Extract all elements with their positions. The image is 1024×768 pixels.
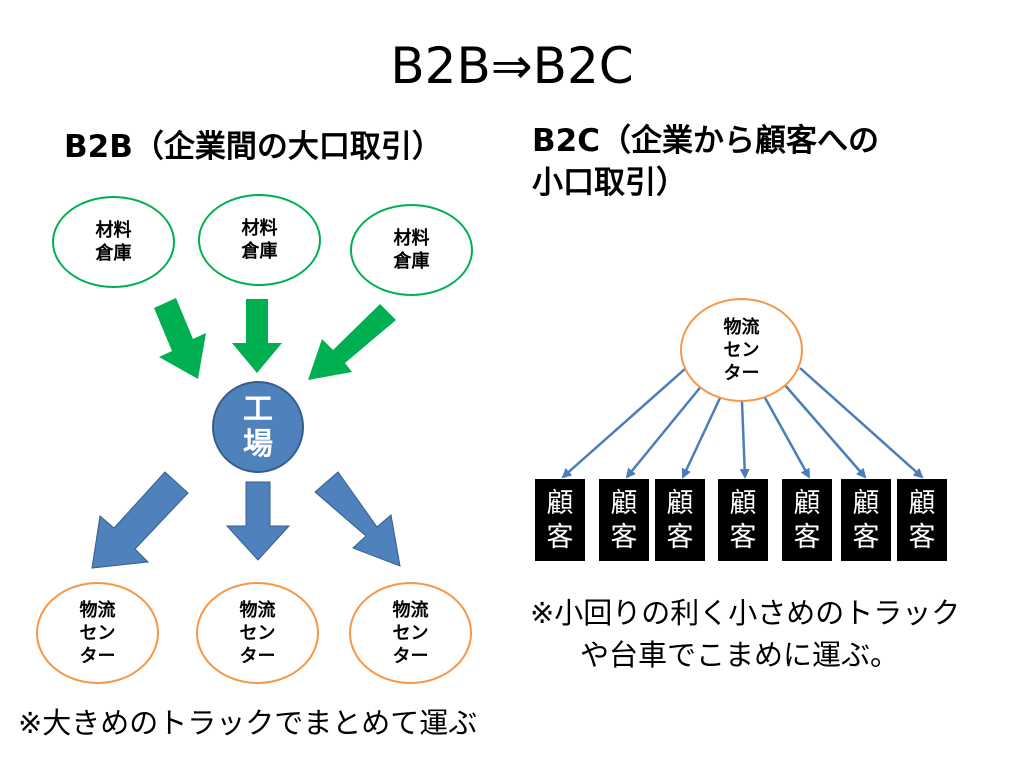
thin-arrow-1 [561,367,687,479]
customer-box: 顧 客 [535,479,585,561]
warehouse-oval: 材料 倉庫 [198,194,321,286]
warehouse-oval: 材料 倉庫 [52,196,175,288]
b2c-logistics-center-oval: 物流 セン ター [680,298,803,402]
customer-box: 顧 客 [897,479,947,561]
green-arrow-right [308,304,396,380]
thin-arrow-6 [783,383,867,479]
blue-arrow-right [314,471,401,567]
blue-arrow-center [225,481,291,561]
logistics-center-oval: 物流 セン ター [196,582,319,684]
b2b-heading: B2B（企業間の大口取引） [64,129,443,165]
b2b-note: ※大きめのトラックでまとめて運ぶ [18,706,478,740]
thin-arrow-2 [625,383,704,479]
b2c-note-line2: や台車でこまめに運ぶ。 [580,638,900,672]
customer-box: 顧 客 [599,479,649,561]
customer-box: 顧 客 [841,479,891,561]
slide-title: B2B⇒B2C [390,37,634,95]
b2c-note-line1: ※小回りの利く小さめのトラック [530,596,961,630]
b2c-heading-line2: 小口取引） [532,165,687,201]
thin-arrow-5 [762,395,811,479]
thin-arrow-7 [799,367,924,479]
blue-arrow-left [91,471,189,569]
customer-box: 顧 客 [782,479,832,561]
b2c-heading-line1: B2C（企業から顧客への [532,123,879,159]
logistics-center-oval: 物流 セン ター [349,582,472,684]
green-arrow-center [232,299,282,373]
thin-arrow-4 [739,401,750,479]
customer-box: 顧 客 [718,479,768,561]
warehouse-oval: 材料 倉庫 [350,204,473,296]
customer-box: 顧 客 [655,479,705,561]
thin-arrow-3 [681,397,722,479]
factory-circle: 工 場 [212,381,304,473]
logistics-center-oval: 物流 セン ター [36,582,159,684]
green-arrow-left [154,298,206,379]
